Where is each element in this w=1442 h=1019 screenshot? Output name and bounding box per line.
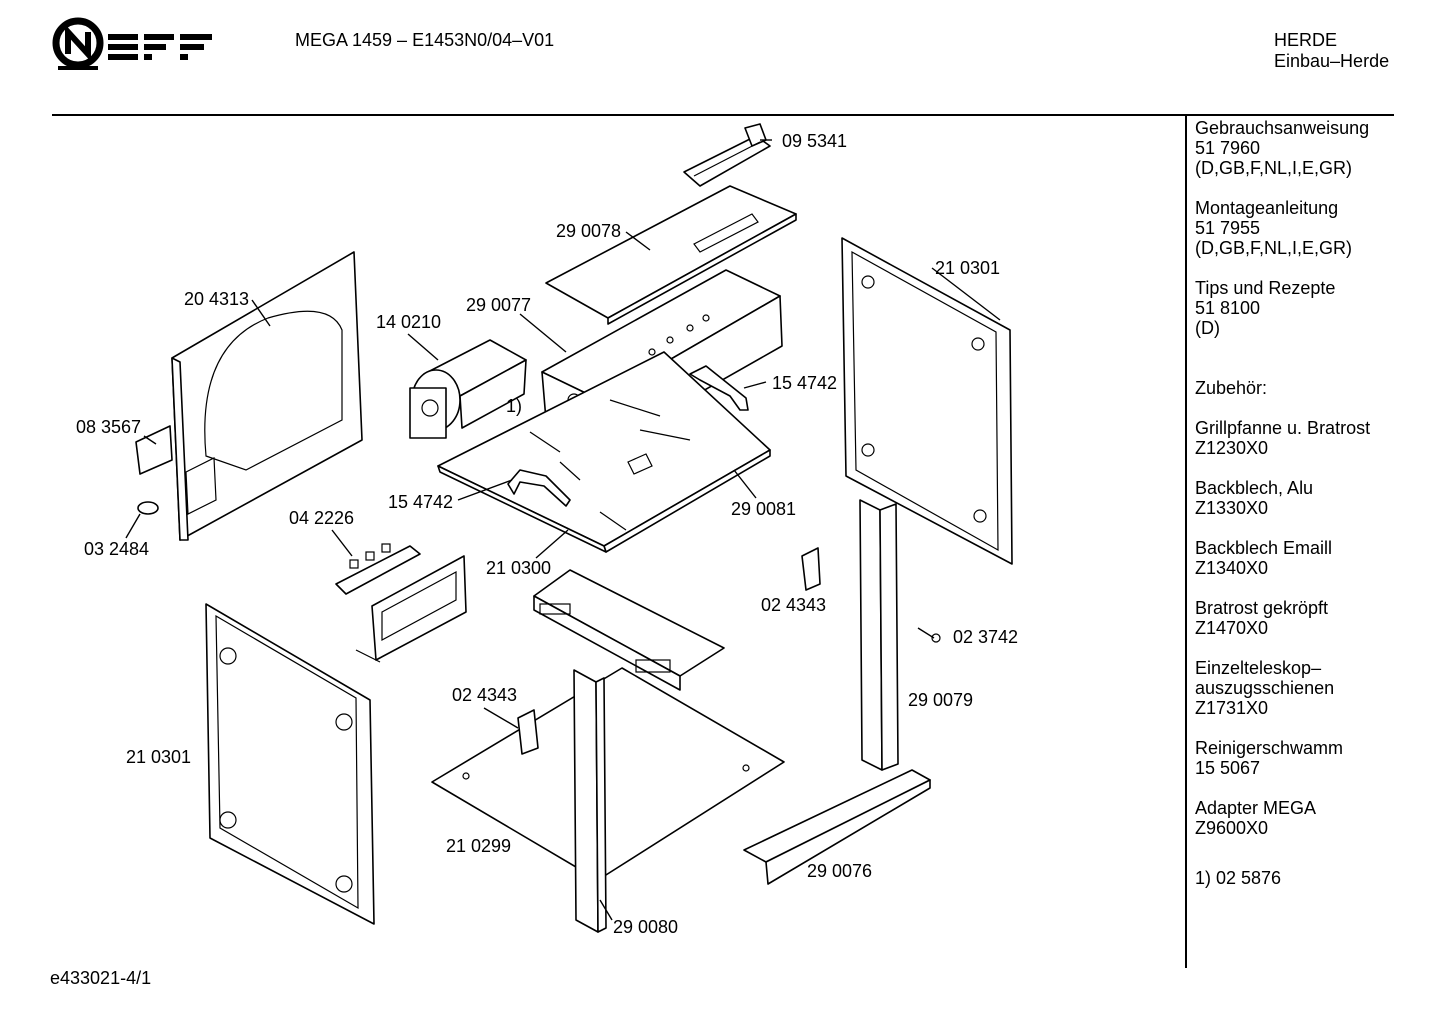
model-title: MEGA 1459 – E1453N0/04–V01	[295, 30, 555, 50]
doc-title: Tips und Rezepte	[1195, 278, 1336, 298]
label-140210: 14 0210	[376, 312, 441, 332]
label-042226: 04 2226	[289, 508, 354, 528]
accessory-number: Z1230X0	[1195, 438, 1269, 458]
doc-number: 51 7960	[1195, 138, 1261, 158]
accessory-number: 15 5067	[1195, 758, 1261, 778]
accessory-name: Bratrost gekröpft	[1195, 598, 1329, 618]
part-bracket-top	[683, 123, 771, 187]
category-label: HERDE	[1274, 30, 1338, 50]
part-bottom-rail	[743, 769, 931, 885]
label-024343-right: 02 4343	[761, 595, 826, 615]
accessory-name-cont: auszugsschienen	[1195, 678, 1335, 698]
doc-title: Gebrauchsanweisung	[1195, 118, 1370, 138]
document-code: e433021-4/1	[50, 968, 152, 988]
doc-entry: Tips und Rezepte 51 8100 (D)	[1195, 278, 1435, 338]
accessory-entry: Einzelteleskop– auszugsschienen Z1731X0	[1195, 658, 1435, 718]
label-210301-left: 21 0301	[126, 747, 191, 767]
part-top-cover	[545, 185, 797, 325]
label-footnote-mark: 1)	[506, 396, 522, 416]
sidebar-divider	[1185, 116, 1187, 968]
label-210299: 21 0299	[446, 836, 511, 856]
part-clip	[137, 501, 159, 515]
part-fan-motor	[409, 339, 527, 439]
accessory-number: Z1731X0	[1195, 698, 1269, 718]
accessory-entry: Grillpfanne u. Bratrost Z1230X0	[1195, 418, 1435, 458]
part-handle-left	[507, 469, 571, 507]
label-032484: 03 2484	[84, 539, 149, 559]
label-210301-right: 21 0301	[935, 258, 1000, 278]
accessory-entry: Backblech Emaill Z1340X0	[1195, 538, 1435, 578]
label-095341: 09 5341	[782, 131, 847, 151]
label-083567: 08 3567	[76, 417, 141, 437]
label-204313: 20 4313	[184, 289, 249, 309]
part-left-frame-panel	[205, 603, 375, 925]
accessory-name: Einzelteleskop–	[1195, 658, 1322, 678]
label-290080: 29 0080	[613, 917, 678, 937]
accessory-name: Backblech Emaill	[1195, 538, 1333, 558]
doc-entry: Gebrauchsanweisung 51 7960 (D,GB,F,NL,I,…	[1195, 118, 1435, 178]
neff-logo	[52, 17, 212, 70]
doc-number: 51 7955	[1195, 218, 1261, 238]
footnote: 1) 02 5876	[1195, 868, 1282, 888]
label-210300: 21 0300	[486, 558, 551, 578]
part-terminal-bracket	[355, 555, 467, 663]
accessory-name: Backblech, Alu	[1195, 478, 1314, 498]
accessory-name: Grillpfanne u. Bratrost	[1195, 418, 1371, 438]
accessory-number: Z1470X0	[1195, 618, 1269, 638]
label-290081: 29 0081	[731, 499, 796, 519]
part-rail-left	[573, 669, 607, 933]
accessory-entry: Reinigerschwamm 15 5067	[1195, 738, 1435, 778]
accessory-number: Z1340X0	[1195, 558, 1269, 578]
accessory-name: Reinigerschwamm	[1195, 738, 1344, 758]
doc-languages: (D)	[1195, 318, 1220, 338]
doc-languages: (D,GB,F,NL,I,E,GR)	[1195, 158, 1353, 178]
sidebar: Gebrauchsanweisung 51 7960 (D,GB,F,NL,I,…	[1195, 118, 1435, 888]
doc-title: Montageanleitung	[1195, 198, 1339, 218]
part-screw	[917, 627, 941, 643]
accessory-entry: Adapter MEGA Z9600X0	[1195, 798, 1435, 838]
label-023742: 02 3742	[953, 627, 1018, 647]
label-154742-right: 15 4742	[772, 373, 837, 393]
accessory-name: Adapter MEGA	[1195, 798, 1317, 818]
doc-languages: (D,GB,F,NL,I,E,GR)	[1195, 238, 1353, 258]
accessory-entry: Backblech, Alu Z1330X0	[1195, 478, 1435, 518]
label-290076: 29 0076	[807, 861, 872, 881]
part-terminal-strip	[335, 543, 421, 595]
doc-number: 51 8100	[1195, 298, 1261, 318]
subcategory-label: Einbau–Herde	[1274, 51, 1390, 71]
part-base-plate	[437, 351, 771, 553]
label-290079: 29 0079	[908, 690, 973, 710]
part-base-box	[533, 569, 725, 691]
part-left-side-panel	[171, 251, 363, 541]
accessories-heading: Zubehör:	[1195, 378, 1268, 398]
header-divider	[52, 114, 1394, 116]
accessory-number: Z9600X0	[1195, 818, 1269, 838]
part-bracket-right	[801, 547, 821, 591]
part-right-side-panel	[841, 237, 1013, 565]
label-024343-left: 02 4343	[452, 685, 517, 705]
part-handle-right	[689, 365, 749, 411]
part-small-plate	[135, 425, 173, 475]
label-154742-left: 15 4742	[388, 492, 453, 512]
accessory-entry: Bratrost gekröpft Z1470X0	[1195, 598, 1435, 638]
label-290077: 29 0077	[466, 295, 531, 315]
accessory-number: Z1330X0	[1195, 498, 1269, 518]
doc-entry: Montageanleitung 51 7955 (D,GB,F,NL,I,E,…	[1195, 198, 1435, 258]
label-290078: 29 0078	[556, 221, 621, 241]
part-bracket-left	[517, 709, 539, 755]
part-rail-right	[859, 499, 899, 771]
